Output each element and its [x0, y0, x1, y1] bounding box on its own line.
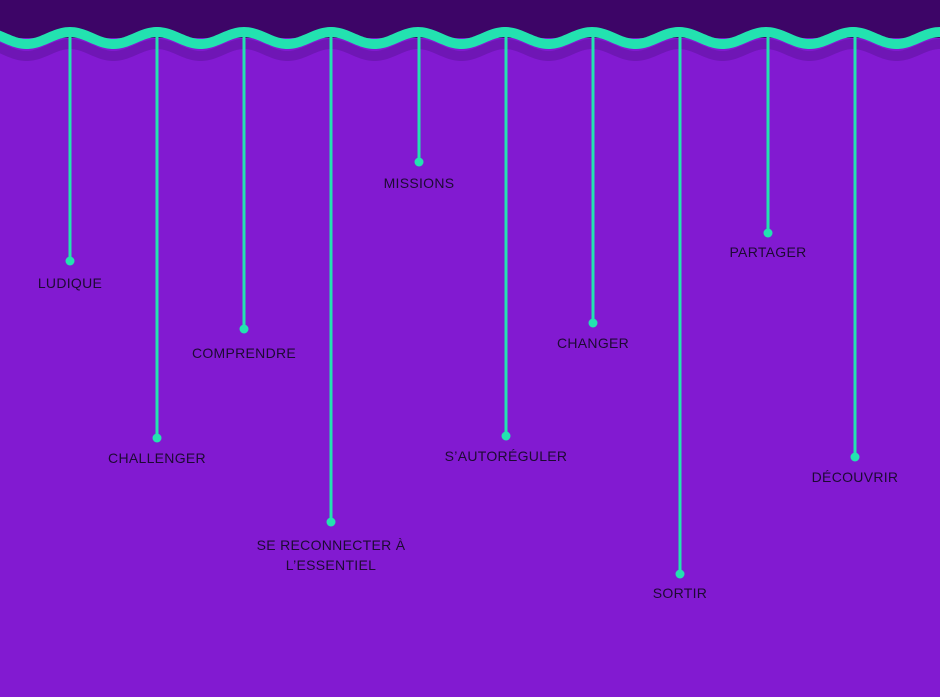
label-line: CHALLENGER [108, 450, 206, 466]
label-changer: CHANGER [557, 333, 629, 353]
stem-dot-se-reconnecter [326, 517, 336, 527]
label-line: MISSIONS [383, 175, 455, 191]
label-line: CHANGER [556, 335, 630, 351]
label-line: SORTIR [652, 585, 708, 601]
stems-group [65, 32, 860, 579]
stem-dot-missions [414, 157, 424, 167]
label-sortir: SORTIR [653, 583, 707, 603]
label-line: PARTAGER [729, 244, 807, 260]
label-se-reconnecter: SE RECONNECTER À L’ESSENTIEL [257, 535, 406, 575]
label-line: COMPRENDRE [191, 345, 297, 361]
label-line: LUDIQUE [37, 275, 103, 291]
stem-dot-partager [763, 228, 773, 238]
stem-dot-ludique [65, 256, 75, 266]
stem-dot-challenger [152, 433, 162, 443]
label-decouvrir: DÉCOUVRIR [812, 467, 899, 487]
label-sautoreguler: S’AUTORÉGULER [445, 446, 568, 466]
stem-dot-decouvrir [850, 452, 860, 462]
stem-dot-changer [588, 318, 598, 328]
label-line: DÉCOUVRIR [811, 469, 899, 485]
stem-dot-sautoreguler [501, 431, 511, 441]
label-line: S’AUTORÉGULER [444, 448, 568, 464]
wave-shadow [0, 38, 940, 62]
label-line: L’ESSENTIEL [285, 557, 377, 573]
label-missions: MISSIONS [384, 173, 455, 193]
stem-dot-sortir [675, 569, 685, 579]
label-ludique: LUDIQUE [38, 273, 102, 293]
stem-dot-comprendre [239, 324, 249, 334]
label-partager: PARTAGER [729, 242, 806, 262]
wave-line [0, 26, 940, 50]
label-comprendre: COMPRENDRE [192, 343, 296, 363]
label-challenger: CHALLENGER [108, 448, 206, 468]
label-line: SE RECONNECTER À [256, 537, 406, 553]
